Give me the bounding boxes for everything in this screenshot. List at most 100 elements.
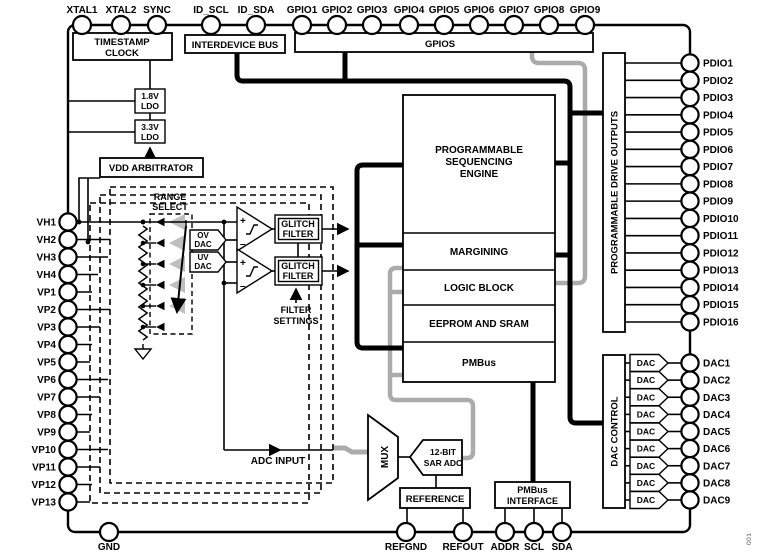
pin-label-sda: SDA [551,542,572,553]
svg-text:RANGE: RANGE [154,192,187,202]
pin-label-vp12: VP12 [32,480,57,491]
pin-label-pdio11: PDIO11 [703,231,738,242]
resistor-ladder [137,225,149,341]
reference-label: REFERENCE [406,494,465,505]
pin-label-pdio13: PDIO13 [703,266,739,277]
pin-gpio7 [503,14,525,36]
pin-id_sda [245,14,267,36]
pin-label-vp1: VP1 [37,288,56,299]
dac-cell [629,490,670,510]
svg-text:+: + [240,216,246,227]
pmbus-label: PMBus [462,358,496,369]
pin-vp1 [58,282,78,302]
pin-vh1 [58,212,78,232]
pin-pdio9 [680,191,700,211]
dac-cell-label: DAC [637,461,655,471]
eeprom-label: EEPROM AND SRAM [429,319,529,330]
pin-addr [494,521,516,543]
bus-adc-input-to-mux [333,445,368,455]
block-interdevice-bus: INTERDEVICE BUS [184,34,286,54]
pin-label-pdio14: PDIO14 [703,283,739,294]
logic-block-label: LOGIC BLOCK [444,283,515,294]
pin-label-dac6: DAC6 [703,444,731,455]
dac-cell-label: DAC [637,444,655,454]
block-pmbus-interface: PMBus INTERFACE [494,481,571,509]
margining-label: MARGINING [450,247,509,258]
pin-label-xtal2: XTAL2 [106,5,137,16]
svg-text:DAC: DAC [194,240,212,249]
pin-label-gnd: GND [98,542,120,553]
pin-label-gpio3: GPIO3 [357,5,388,16]
pin-label-vp9: VP9 [37,428,56,439]
range-wiper-arrow [170,225,187,314]
pin-dac1 [680,353,700,373]
pin-gnd [98,521,120,543]
pin-gpio6 [468,14,490,36]
block-timestamp-clock: TIMESTAMP CLOCK [72,32,173,61]
pin-pdio15 [680,295,700,315]
pin-refout [452,521,474,543]
pin-dac6 [680,438,700,459]
channel-box-front [109,186,334,484]
pin-vp2 [58,299,78,320]
pin-sync [146,14,168,36]
range-select-title: RANGE SELECT [152,192,188,212]
pin-label-gpio6: GPIO6 [464,5,495,16]
dac-cell-label: DAC [637,495,655,505]
block-sar-adc: 12-BIT SAR ADC [408,439,463,476]
pin-label-vp8: VP8 [37,410,56,421]
pin-refgnd [395,521,417,543]
pin-label-pdio15: PDIO15 [703,300,739,311]
vdd-arbitrator-label: VDD ARBITRATOR [109,163,193,174]
pin-label-dac2: DAC2 [703,376,731,387]
black-bus-network [234,52,603,482]
svg-text:GLITCH: GLITCH [281,219,315,229]
pin-label-vp4: VP4 [37,340,56,351]
block-glitch-filter-ov: GLITCH FILTER [274,214,323,244]
block-ov-dac: OV DAC [189,229,227,251]
switch-contact [156,238,165,248]
pin-gpio1 [291,14,313,36]
dac-cell-label: DAC [637,392,655,402]
pin-label-sync: SYNC [143,5,171,16]
pin-label-vp5: VP5 [37,358,56,369]
block-uv-dac: UV DAC [189,251,227,273]
filter-settings-label: FILTER SETTINGS [273,305,318,326]
pin-label-gpio5: GPIO5 [429,5,460,16]
dac-cell [629,388,670,407]
svg-text:3.3V: 3.3V [141,122,159,132]
svg-text:SETTINGS: SETTINGS [273,316,318,326]
block-dac-control: DAC CONTROL [602,354,626,509]
svg-text:FILTER: FILTER [283,229,314,239]
pin-label-xtal1: XTAL1 [67,5,98,16]
pin-label-dac7: DAC7 [703,461,731,472]
pin-label-refout: REFOUT [442,542,483,553]
svg-text:–: – [240,281,246,292]
pin-label-scl: SCL [524,542,544,553]
pin-label-refgnd: REFGND [385,542,427,553]
dac-cell [629,370,670,390]
pin-gpio3 [361,14,383,36]
pin-label-pdio16: PDIO16 [703,318,739,329]
svg-text:INTERFACE: INTERFACE [507,496,558,506]
mux-label: MUX [380,446,391,469]
pin-id_scl [200,14,222,36]
pin-dac4 [680,404,700,425]
block-central-stack: PROGRAMMABLE SEQUENCING ENGINE MARGINING… [402,94,556,383]
svg-text:SEQUENCING: SEQUENCING [445,157,512,168]
block-vdd-arbitrator: VDD ARBITRATOR [99,157,204,178]
pin-vp12 [58,474,78,495]
pin-label-gpio7: GPIO7 [499,5,530,16]
svg-text:12-BIT: 12-BIT [430,447,457,457]
pin-label-gpio1: GPIO1 [287,5,318,16]
pin-vp9 [58,422,78,442]
block-gpios: GPIOS [294,32,594,53]
monitor-channel-boxes [89,186,334,504]
pin-label-pdio4: PDIO4 [703,110,733,121]
pin-label-vp10: VP10 [32,445,57,456]
switch-contact [156,259,165,269]
dac-cell [629,439,670,458]
dac-cell-label: DAC [637,478,655,488]
